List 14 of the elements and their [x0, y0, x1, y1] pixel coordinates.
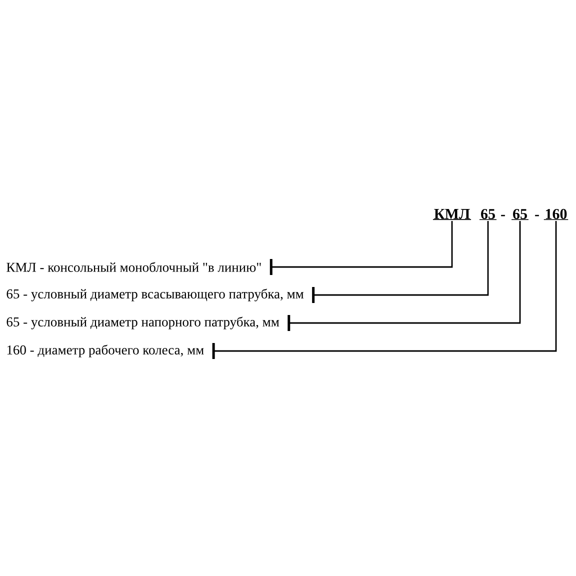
separator-dash: -	[535, 214, 539, 216]
explanation-text: 65 - условный диаметр напорного патрубка, мм	[6, 316, 280, 330]
connector-line	[270, 220, 453, 275]
code-part: 65	[512, 208, 528, 220]
separator-dash: -	[501, 214, 505, 216]
connector-line	[312, 221, 489, 303]
connector-line	[288, 221, 521, 331]
code-part: КМЛ	[432, 209, 472, 220]
explanation-text: 160 - диаметр рабочего колеса, мм	[7, 344, 204, 358]
code-part: 65	[480, 208, 496, 220]
explanation-text: КМЛ - консольный моноблочный "в линию"	[6, 262, 261, 272]
code-part: 160	[544, 208, 568, 220]
explanation-text: 65 - условный диаметр всасывающего патрубка, мм	[6, 288, 304, 302]
connector-line	[212, 221, 557, 359]
